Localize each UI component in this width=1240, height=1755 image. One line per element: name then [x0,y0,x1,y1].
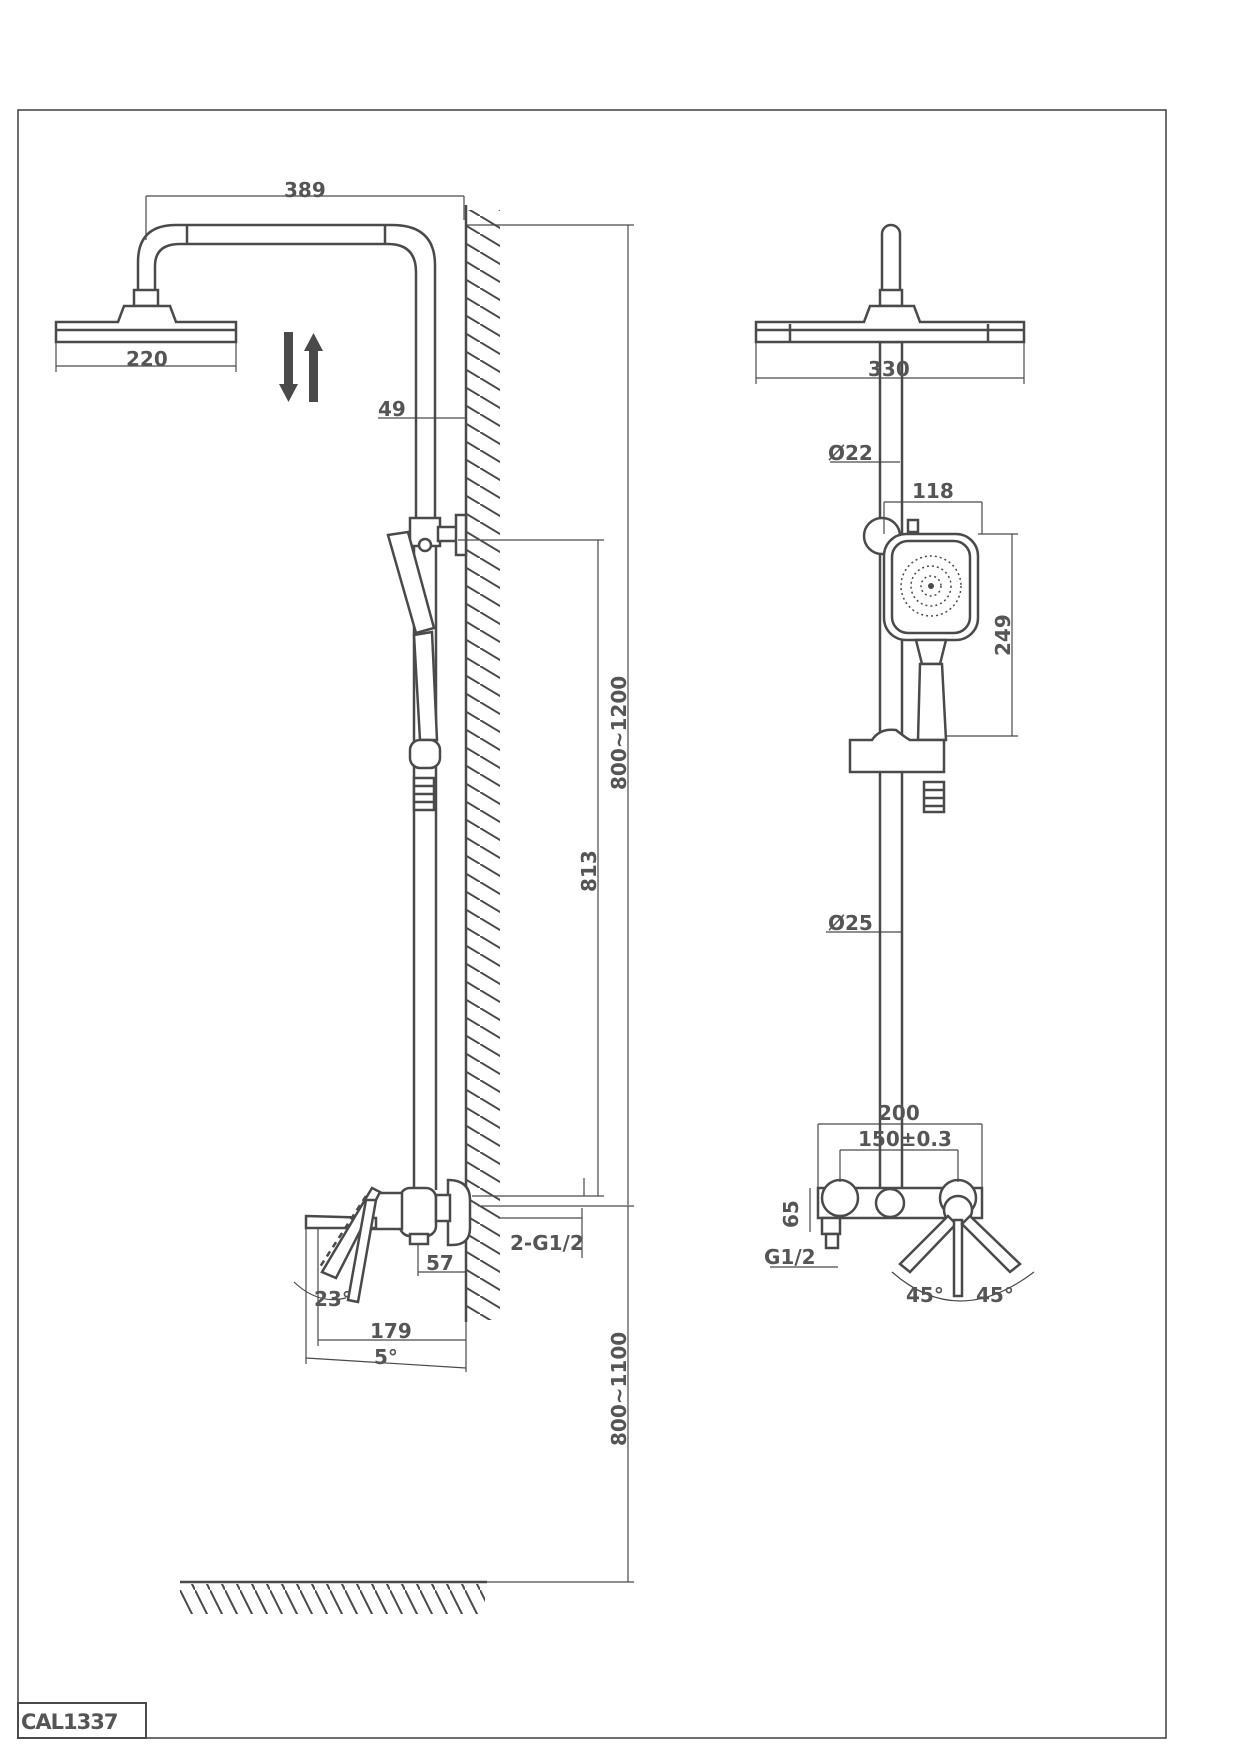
flow-direction-arrows [279,332,323,402]
dim-spout-tilt: 5° [374,1345,398,1369]
dim-riser-top-dia: Ø22 [828,441,873,465]
bracket-tab [906,518,920,534]
dim-rail-height: 813 [577,850,601,892]
dim-hand-length: 249 [991,614,1015,656]
lever-center [952,1218,964,1298]
title-box [17,1702,147,1739]
overhead-arm-inner [153,242,418,525]
head-nut [132,288,160,308]
lever-right [960,1214,1022,1274]
spray-nozzles [900,555,962,617]
dim-head-width-front: 330 [868,357,910,381]
floor-hatch [180,1584,485,1614]
hand-shower-handle [412,630,439,742]
eccentric-connector [434,1193,452,1223]
head-nut [878,288,904,308]
dim-riser-dia: Ø25 [828,911,873,935]
lever-left [898,1214,958,1274]
left-flange [820,1178,860,1218]
hand-shower-neck [914,638,948,666]
overhead-arm [136,223,437,525]
rain-head [54,304,238,344]
dim-floor-height: 800~1100 [607,1332,631,1446]
hand-shower-grip [916,662,948,742]
mixer-lever-position [346,1198,378,1304]
mixer-lever-dashes [316,1195,368,1271]
dim-mixer-width: 200 [878,1101,920,1125]
slide-holder [408,738,442,770]
mixer-base [408,1232,430,1246]
dim-head-width: 220 [126,347,168,371]
dim-hand-width: 118 [912,479,954,503]
wall-bracket-plate [454,513,468,557]
dim-inlet-spacing: 150±0.3 [858,1127,952,1151]
outlet-stub [824,1232,840,1250]
dim-wall-offset: 49 [378,397,406,421]
model-number: CAL1337 [21,1710,118,1734]
outlet-nut [820,1216,842,1236]
dim-outlet: G1/2 [764,1245,816,1269]
mixer-body [398,1186,438,1238]
hand-shower [386,530,436,635]
side-dimensions [55,195,634,1583]
dim-spout-angle: 23° [314,1287,352,1311]
dim-handle-left: 45° [906,1283,944,1307]
dim-spout-offset: 57 [426,1251,454,1275]
wall-hatch [466,210,500,1320]
dim-inlets: 2-G1/2 [510,1231,584,1255]
rain-head-front [754,304,1026,344]
dim-spout-reach: 179 [370,1319,412,1343]
wall-flange [446,1178,472,1247]
dim-handle-right: 45° [976,1283,1014,1307]
front-view: 330 Ø22 118 249 Ø25 200 150±0.3 65 G1/2 … [754,223,1035,1307]
sheet-border [17,109,1167,1739]
slide-holder-front [848,728,946,774]
bracket-screw [417,537,433,553]
dim-mixer-height: 65 [779,1200,803,1228]
lever-swing-arc [891,1271,1035,1302]
front-dimensions [755,342,1025,1268]
side-view: 389 220 49 800~1200 813 2-G1/2 57 23° 17… [54,178,634,1614]
dim-slide-height: 800~1200 [607,676,631,790]
dim-arm-length: 389 [284,178,326,202]
hand-shower-inner [890,539,972,635]
diverter-knob [874,1187,906,1219]
